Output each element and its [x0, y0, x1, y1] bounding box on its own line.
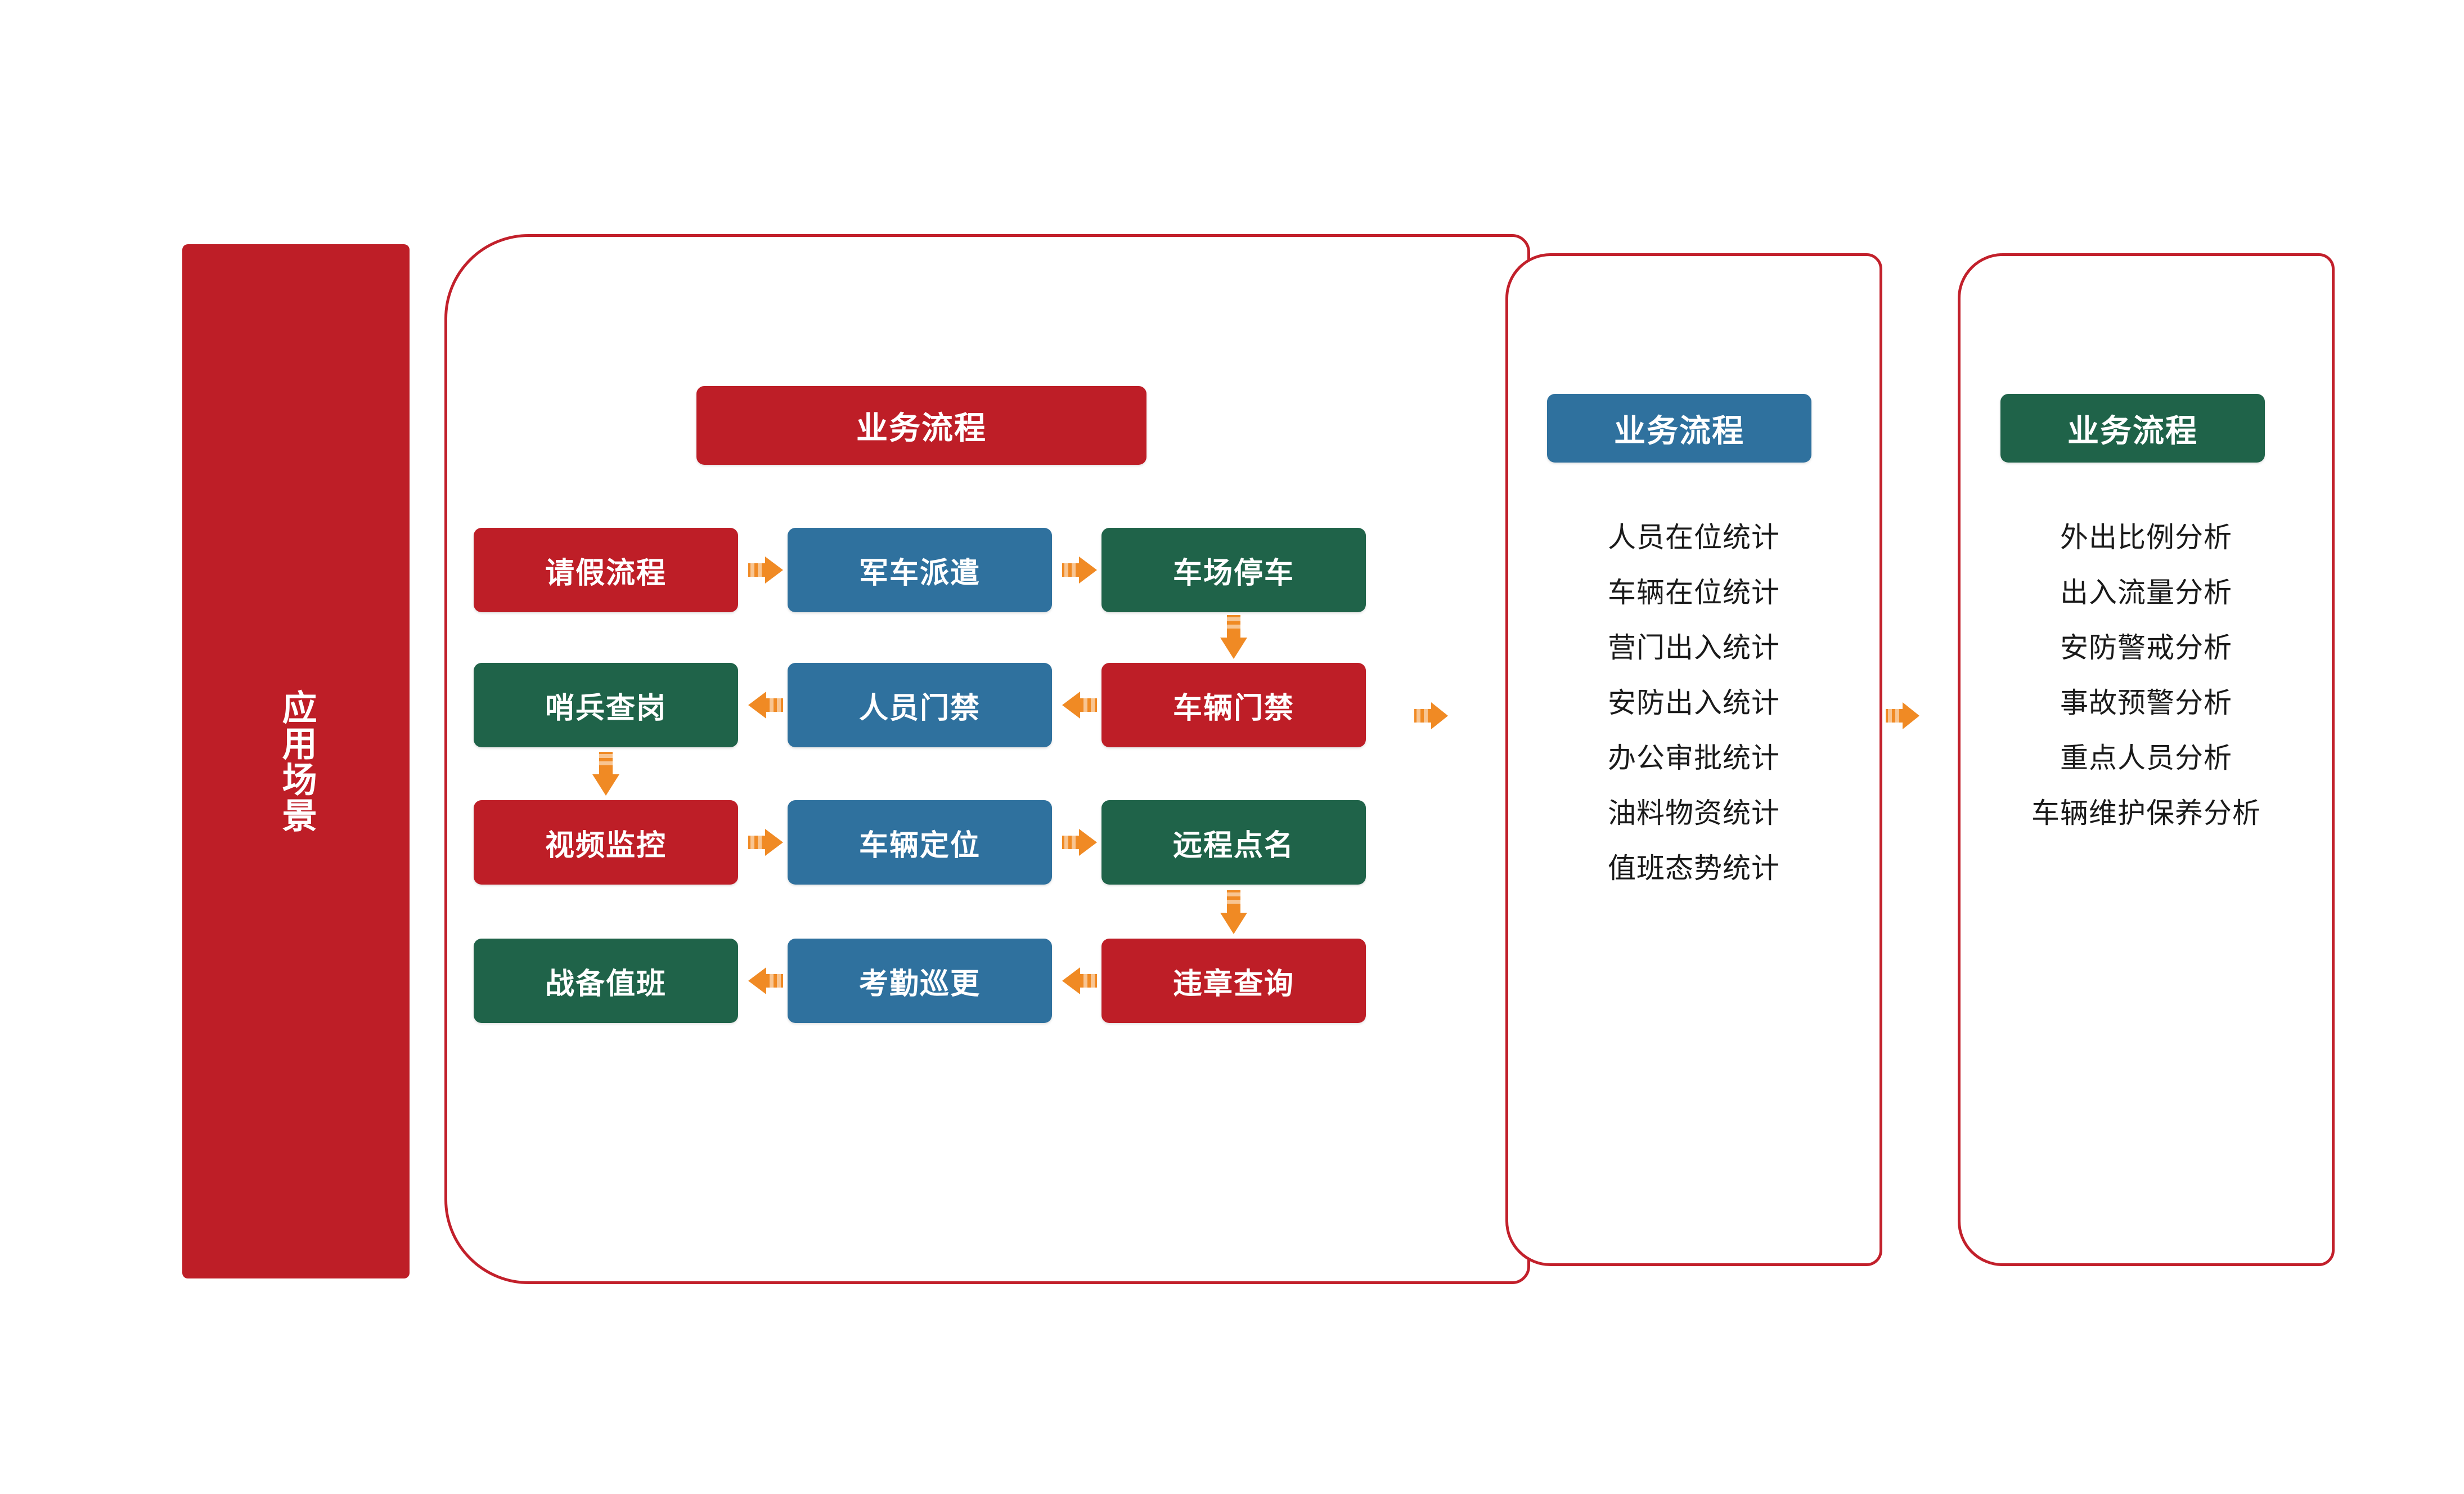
flow-box-parking-lot[interactable]: 车场停车	[1101, 528, 1366, 612]
arrow-down-icon	[589, 752, 623, 796]
analysis-panel-header: 业务流程	[2000, 394, 2265, 463]
arrow-right-icon	[1062, 553, 1097, 587]
flow-box-remote-roll-call[interactable]: 远程点名	[1101, 800, 1366, 885]
flow-box-personnel-access-control[interactable]: 人员门禁	[788, 663, 1052, 747]
arrow-right-icon	[748, 825, 783, 859]
flow-box-combat-readiness-duty[interactable]: 战备值班	[474, 939, 738, 1023]
list-item: 油料物资统计	[1608, 797, 1780, 829]
application-scenario-bar: 应用场景	[182, 244, 410, 1278]
main-panel-header: 业务流程	[696, 386, 1146, 465]
arrow-right-icon	[1886, 700, 1919, 732]
flow-box-violation-inquiry[interactable]: 违章查询	[1101, 939, 1366, 1023]
arrow-left-icon	[748, 964, 783, 998]
statistics-panel-header: 业务流程	[1547, 394, 1811, 463]
list-item: 外出比例分析	[2060, 522, 2232, 553]
flow-box-attendance-patrol[interactable]: 考勤巡更	[788, 939, 1052, 1023]
flow-box-sentry-post-check[interactable]: 哨兵查岗	[474, 663, 738, 747]
list-item: 事故预警分析	[2060, 687, 2232, 719]
list-item: 人员在位统计	[1608, 522, 1780, 553]
flow-box-video-surveillance[interactable]: 视频监控	[474, 800, 738, 885]
list-item: 车辆维护保养分析	[2031, 797, 2261, 829]
arrow-left-icon	[1062, 964, 1097, 998]
list-item: 安防警戒分析	[2060, 632, 2232, 663]
list-item: 办公审批统计	[1608, 742, 1780, 774]
list-item: 出入流量分析	[2060, 577, 2232, 608]
list-item: 值班态势统计	[1608, 853, 1780, 884]
list-item: 车辆在位统计	[1608, 577, 1780, 608]
list-item: 重点人员分析	[2060, 742, 2232, 774]
application-scenario-label: 应用场景	[276, 689, 316, 833]
arrow-down-icon	[1217, 615, 1251, 659]
arrow-right-icon	[748, 553, 783, 587]
list-item: 安防出入统计	[1608, 687, 1780, 719]
arrow-right-icon	[1062, 825, 1097, 859]
list-item: 营门出入统计	[1608, 632, 1780, 663]
arrow-left-icon	[748, 688, 783, 722]
arrow-left-icon	[1062, 688, 1097, 722]
statistics-list: 人员在位统计 车辆在位统计 营门出入统计 安防出入统计 办公审批统计 油料物资统…	[1505, 523, 1882, 909]
flow-box-vehicle-access-control[interactable]: 车辆门禁	[1101, 663, 1366, 747]
arrow-right-icon	[1414, 700, 1448, 732]
flow-box-vehicle-positioning[interactable]: 车辆定位	[788, 800, 1052, 885]
analysis-list: 外出比例分析 出入流量分析 安防警戒分析 事故预警分析 重点人员分析 车辆维护保…	[1958, 523, 2335, 854]
flow-box-military-vehicle-dispatch[interactable]: 军车派遣	[788, 528, 1052, 612]
arrow-down-icon	[1217, 890, 1251, 934]
flow-box-leave-process[interactable]: 请假流程	[474, 528, 738, 612]
